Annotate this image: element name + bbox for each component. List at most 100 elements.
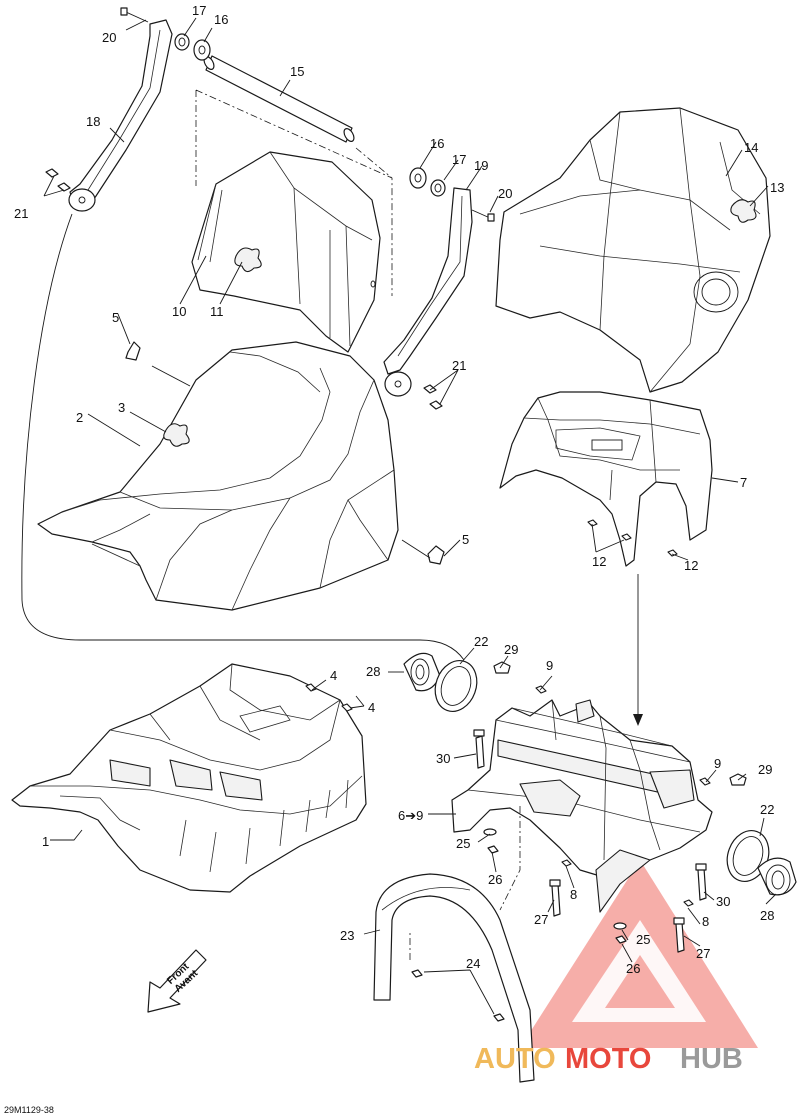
washer-16-mid <box>409 167 427 189</box>
callout-30-right: 30 <box>716 894 730 909</box>
assembly-line-15 <box>195 89 393 296</box>
callout-3: 3 <box>118 400 125 415</box>
callout-11: 11 <box>210 304 224 319</box>
callout-30-left: 30 <box>436 751 450 766</box>
washer-25-left <box>483 828 497 836</box>
callout-labels: 20 17 16 15 18 21 10 11 5 3 2 16 17 19 2… <box>14 3 784 976</box>
screws-21-right <box>423 384 443 410</box>
callout-28-right: 28 <box>760 908 774 923</box>
callout-26-left: 26 <box>488 872 502 887</box>
callout-26-right: 26 <box>626 961 640 976</box>
callout-4-bottom: 4 <box>368 700 375 715</box>
callout-24: 24 <box>466 956 480 971</box>
callout-22-top: 22 <box>474 634 488 649</box>
callout-28-top: 28 <box>366 664 380 679</box>
callout-27-left: 27 <box>534 912 548 927</box>
part-1-lower-panel <box>11 663 367 893</box>
callout-8-right: 8 <box>702 914 709 929</box>
callout-19: 19 <box>474 158 488 173</box>
assembly-curve-18 <box>21 213 465 661</box>
callout-16-mid: 16 <box>430 136 444 151</box>
callout-7: 7 <box>740 475 747 490</box>
callout-14: 14 <box>744 140 758 155</box>
bolt-27-left <box>549 879 561 917</box>
watermark-auto: AUTO <box>474 1043 556 1075</box>
callout-29-right: 29 <box>758 762 772 777</box>
leader-lines <box>43 17 777 1015</box>
screw-8-left <box>561 859 572 867</box>
bolt-20-mid <box>471 209 495 222</box>
callout-5-bottom: 5 <box>462 532 469 547</box>
washer-17-top <box>174 33 190 51</box>
part-7-support <box>499 391 713 567</box>
callout-16-top: 16 <box>214 12 228 27</box>
part-9-lower-frame <box>451 699 713 913</box>
callout-29-top: 29 <box>504 642 518 657</box>
bolts-24 <box>411 969 505 1022</box>
callout-2: 2 <box>76 410 83 425</box>
callout-9-top: 9 <box>546 658 553 673</box>
part-19-right-bracket <box>383 187 473 397</box>
callout-20-top: 20 <box>102 30 116 45</box>
screw-9-right <box>699 777 711 786</box>
part-22-ring-top <box>434 660 478 712</box>
callout-23: 23 <box>340 928 354 943</box>
front-arrow-icon <box>147 949 207 1013</box>
washer-17-mid <box>430 179 446 197</box>
callout-6-9: 6➔9 <box>398 808 423 823</box>
callout-25-right: 25 <box>636 932 650 947</box>
callout-18: 18 <box>86 114 100 129</box>
callout-5-top: 5 <box>112 310 119 325</box>
screws-12 <box>587 519 678 557</box>
callout-13: 13 <box>770 180 784 195</box>
washer-16-top <box>193 39 211 61</box>
bolt-20-top <box>120 7 149 23</box>
callout-8-left: 8 <box>570 887 577 902</box>
callout-22-right: 22 <box>760 802 774 817</box>
callout-1: 1 <box>42 834 49 849</box>
screw-26-left <box>487 845 499 854</box>
part-15-rod <box>203 55 355 143</box>
callout-21-left: 21 <box>14 206 28 221</box>
figure-reference-code: 29M1129-38 <box>4 1105 54 1115</box>
part-18-left-bracket <box>68 19 173 212</box>
part-23-snowflap <box>373 873 535 1083</box>
callout-4-top: 4 <box>330 668 337 683</box>
callout-12-right: 12 <box>684 558 698 573</box>
assembly-line-23 <box>409 806 521 960</box>
part-3-logo <box>163 423 190 447</box>
watermark-text: AUTO MOTO HUB <box>474 1043 743 1075</box>
part-14-rear-seat <box>495 107 771 393</box>
part-13-logo <box>730 199 757 223</box>
fastener-29-upper <box>493 661 511 674</box>
bolt-30-left <box>473 729 485 769</box>
part-2-main-seat <box>37 341 399 611</box>
clip-5-bottom <box>427 545 445 565</box>
part-28-bumper-right <box>757 857 797 896</box>
callout-12-left: 12 <box>592 554 606 569</box>
watermark-moto: MOTO <box>565 1043 651 1075</box>
bolt-27-right <box>673 917 685 953</box>
callout-17-mid: 17 <box>452 152 466 167</box>
callout-10: 10 <box>172 304 186 319</box>
screw-8-right <box>683 899 694 907</box>
part-28-bumper-top <box>403 652 441 692</box>
callout-15: 15 <box>290 64 304 79</box>
watermark-hub: HUB <box>680 1043 743 1075</box>
clip-5-top <box>125 341 141 361</box>
callout-21-right: 21 <box>452 358 466 373</box>
screws-21-left <box>45 168 71 192</box>
washer-25-right <box>613 922 627 930</box>
part-10-backrest <box>191 151 381 353</box>
watermark-logo <box>520 860 758 1048</box>
callout-9-right: 9 <box>714 756 721 771</box>
callout-25-left: 25 <box>456 836 470 851</box>
callout-27-right: 27 <box>696 946 710 961</box>
part-11-logo <box>234 247 262 273</box>
bolt-30-right <box>695 863 707 901</box>
callout-20-mid: 20 <box>498 186 512 201</box>
callout-17-top: 17 <box>192 3 206 18</box>
assembly-arrow-7 <box>633 574 643 726</box>
screw-26-right <box>615 935 627 944</box>
